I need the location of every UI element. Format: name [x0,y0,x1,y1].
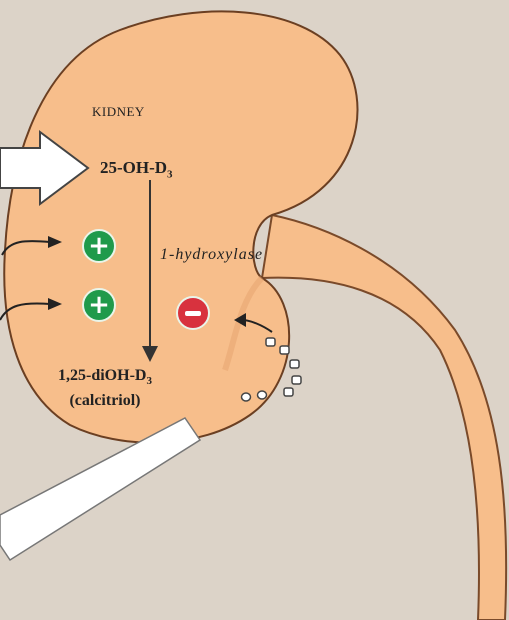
substrate-label: 25-OH-D3 [100,158,173,180]
inhibit-minus-icon [176,296,210,330]
vessel-tube [0,418,200,560]
stimulate-plus-icon: + [82,288,116,322]
organ-label: KIDNEY [92,104,145,120]
product-label: 1,25-diOH-D3 (calcitriol) [58,366,152,410]
ureter [262,215,506,620]
product-name: (calcitriol) [58,391,152,410]
stimulate-plus-icon: + [82,229,116,263]
enzyme-label: 1-hydroxylase [160,246,263,264]
